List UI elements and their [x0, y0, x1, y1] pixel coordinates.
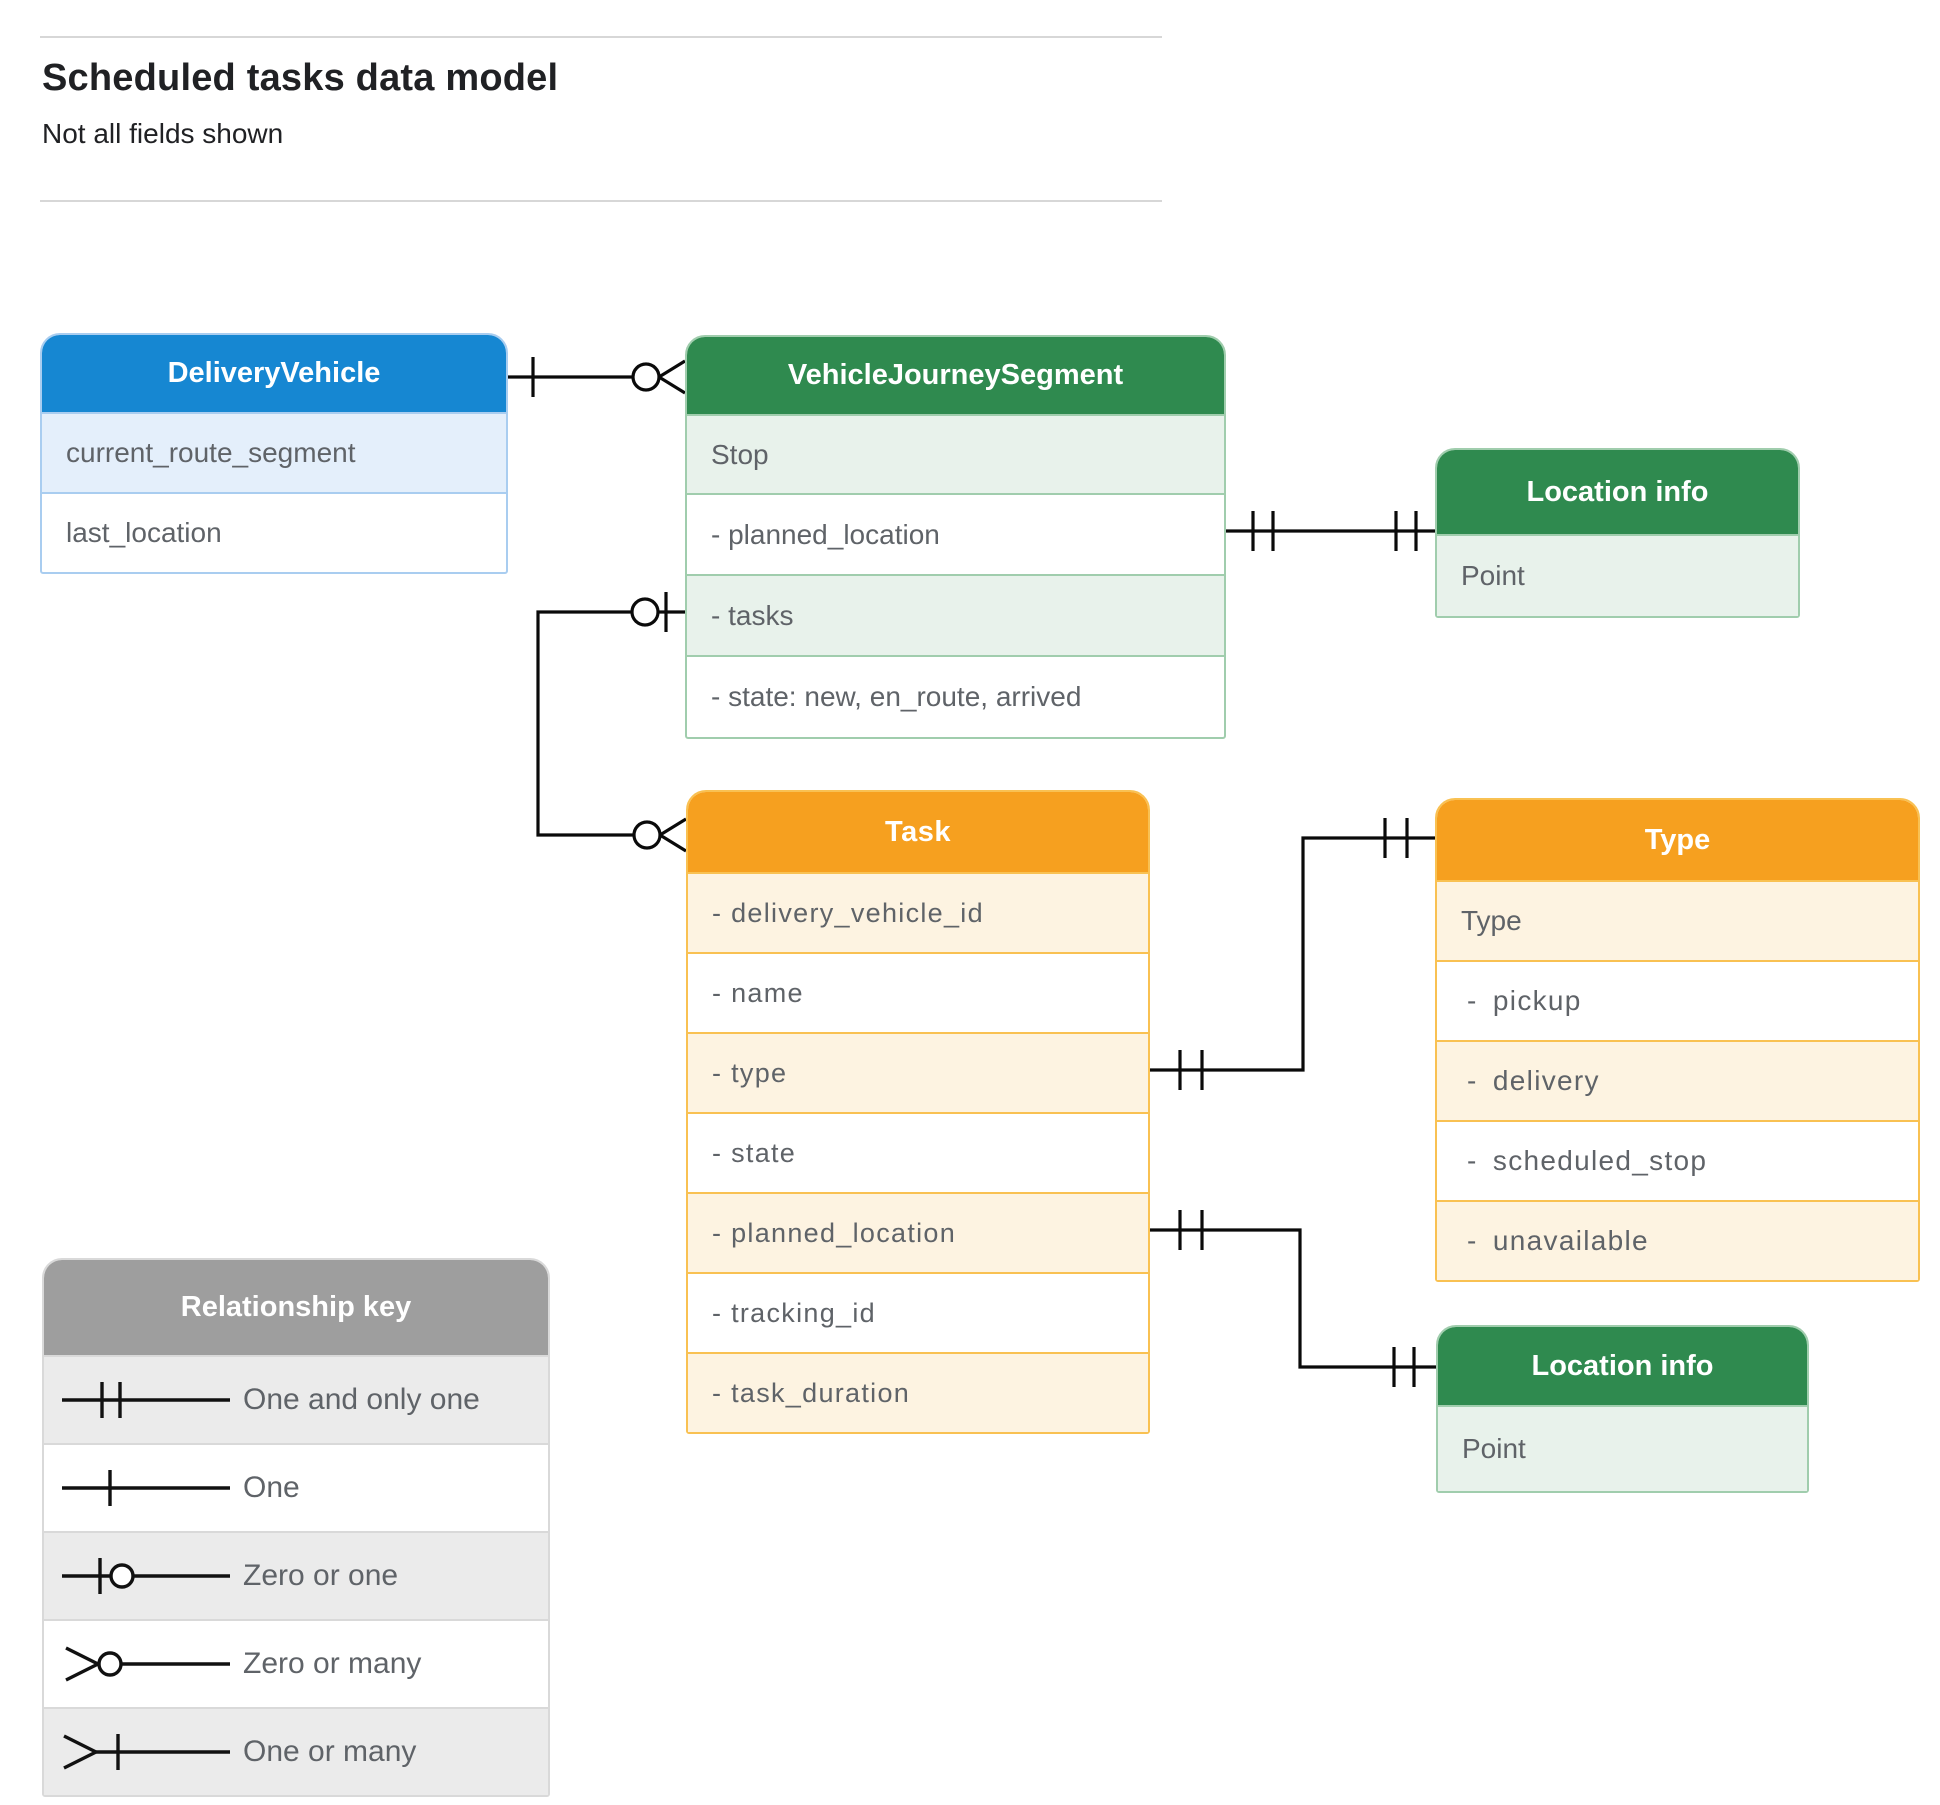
entity-location-info-bottom: Location info Point [1436, 1325, 1809, 1493]
legend-row-one: One [44, 1443, 548, 1531]
one-icon [58, 1464, 243, 1512]
field-type: - type [688, 1032, 1148, 1112]
entity-title: Task [688, 792, 1148, 872]
connector-vjs-locationinfo-top [1226, 511, 1435, 551]
field-name: - name [688, 952, 1148, 1032]
entity-type: Type Type - pickup - delivery - schedule… [1435, 798, 1920, 1282]
field-task-duration: - task_duration [688, 1352, 1148, 1432]
legend-label: One or many [243, 1735, 417, 1768]
zero-circle [631, 362, 661, 392]
page-title: Scheduled tasks data model [42, 57, 559, 99]
connector-vjs-tasks-task [536, 592, 687, 853]
field-scheduled-stop: - scheduled_stop [1437, 1120, 1918, 1200]
zero-or-many-icon [58, 1640, 243, 1688]
field-type-label: Type [1437, 880, 1918, 960]
field-pickup: - pickup [1437, 960, 1918, 1040]
one-or-many-icon [58, 1728, 243, 1776]
crow-foot [659, 817, 687, 853]
entity-title: VehicleJourneySegment [687, 337, 1224, 414]
field-planned-location: - planned_location [687, 493, 1224, 574]
field-delivery: - delivery [1437, 1040, 1918, 1120]
page-subtitle: Not all fields shown [42, 118, 284, 149]
zero-circle [630, 597, 660, 627]
field-current-route-segment: current_route_segment [42, 412, 506, 492]
legend-title: Relationship key [44, 1260, 548, 1355]
entity-vehicle-journey-segment: VehicleJourneySegment Stop - planned_loc… [685, 335, 1226, 739]
one-and-only-one-icon [58, 1376, 243, 1424]
field-point: Point [1437, 534, 1798, 616]
field-stop: Stop [687, 414, 1224, 493]
legend-label: One [243, 1471, 300, 1504]
legend-label: Zero or many [243, 1647, 422, 1680]
connector-deliveryvehicle-vehiclejourneysegment [508, 357, 686, 397]
crow-foot [658, 359, 686, 395]
entity-title: DeliveryVehicle [42, 335, 506, 412]
entity-title: Location info [1438, 1327, 1807, 1405]
connector-task-locationinfo-bottom [1150, 1210, 1436, 1387]
zero-or-one-icon [58, 1552, 243, 1600]
legend-row-one-and-only-one: One and only one [44, 1355, 548, 1443]
field-last-location: last_location [42, 492, 506, 572]
legend-label: One and only one [243, 1383, 480, 1416]
legend-row-zero-or-many: Zero or many [44, 1619, 548, 1707]
field-state: - state [688, 1112, 1148, 1192]
legend-row-zero-or-one: Zero or one [44, 1531, 548, 1619]
entity-delivery-vehicle: DeliveryVehicle current_route_segment la… [40, 333, 508, 574]
zero-circle [632, 820, 662, 850]
field-state: - state: new, en_route, arrived [687, 655, 1224, 737]
field-point: Point [1438, 1405, 1807, 1491]
field-unavailable: - unavailable [1437, 1200, 1918, 1280]
entity-title: Type [1437, 800, 1918, 880]
top-divider [40, 36, 1162, 38]
entity-location-info-top: Location info Point [1435, 448, 1800, 618]
title-bottom-divider [40, 200, 1162, 202]
field-delivery-vehicle-id: - delivery_vehicle_id [688, 872, 1148, 952]
legend-row-one-or-many: One or many [44, 1707, 548, 1795]
connector-task-type [1150, 818, 1435, 1090]
field-tasks: - tasks [687, 574, 1224, 655]
field-planned-location: - planned_location [688, 1192, 1148, 1272]
relationship-key: Relationship key One and only one One [42, 1258, 550, 1797]
entity-title: Location info [1437, 450, 1798, 534]
legend-label: Zero or one [243, 1559, 399, 1592]
field-tracking-id: - tracking_id [688, 1272, 1148, 1352]
entity-task: Task - delivery_vehicle_id - name - type… [686, 790, 1150, 1434]
